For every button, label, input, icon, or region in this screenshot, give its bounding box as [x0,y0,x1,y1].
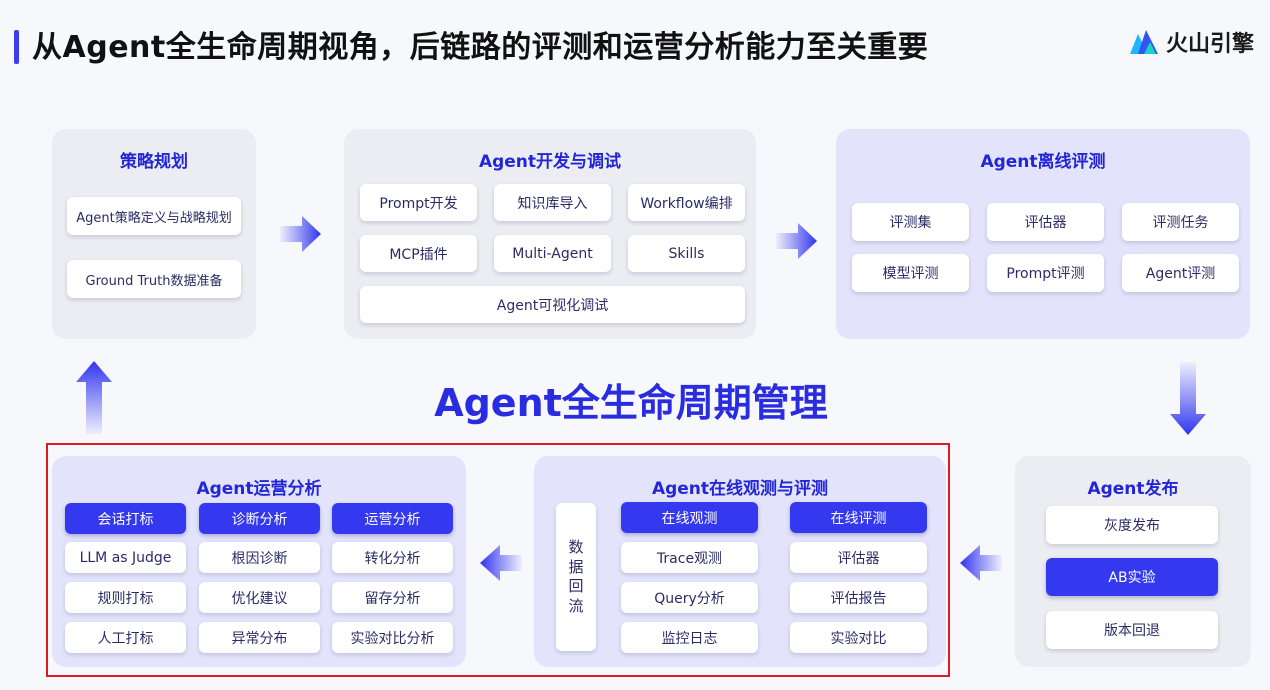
ops-col2-header: 诊断分析 [199,503,320,534]
online-col1-item: Trace观测 [621,542,758,573]
arrow-left-icon [960,545,1002,581]
ops-col3-item: 转化分析 [332,542,453,573]
dev-item: MCP插件 [360,235,477,272]
arrow-down-icon [1170,362,1206,435]
online-title: Agent在线观测与评测 [651,479,829,499]
online-col2-item: 评估器 [790,542,927,573]
ops-col3-item: 实验对比分析 [332,622,453,653]
dev-item: Prompt开发 [360,184,477,221]
arrow-up-icon [76,361,112,434]
strategy-title: 策略规划 [120,152,188,172]
dev-item: Skills [628,235,745,272]
release-title: Agent发布 [1087,479,1179,499]
offline-eval-item: 评测集 [852,203,969,241]
online-panel: Agent在线观测与评测 数 据 回 流 在线观测 Trace观测 Query分… [534,456,946,667]
arrow-right-icon [280,216,321,252]
dev-item: 知识库导入 [494,184,611,221]
ops-col3-header: 运营分析 [332,503,453,534]
release-item: 灰度发布 [1046,506,1218,544]
strategy-panel: 策略规划 Agent策略定义与战略规划 Ground Truth数据准备 [52,129,256,339]
ops-col1-header: 会话打标 [65,503,186,534]
strategy-item: Agent策略定义与战略规划 [67,197,241,235]
ops-title: Agent运营分析 [196,479,322,499]
online-col1-header: 在线观测 [621,502,758,533]
ops-col1-item: LLM as Judge [65,542,186,573]
ops-col1-item: 人工打标 [65,622,186,653]
dev-title: Agent开发与调试 [478,152,622,172]
online-col2-item: 实验对比 [790,622,927,653]
offline-eval-item: 模型评测 [852,254,969,292]
logo-text: 火山引擎 [1166,32,1255,57]
ops-col2-item: 异常分布 [199,622,320,653]
strategy-item: Ground Truth数据准备 [67,260,241,298]
offline-eval-item: Agent评测 [1122,254,1239,292]
ops-col1-item: 规则打标 [65,582,186,613]
release-panel: Agent发布 灰度发布 AB实验 版本回退 [1015,456,1251,667]
offline-eval-panel: Agent离线评测 评测集 评估器 评测任务 模型评测 Prompt评测 Age… [836,129,1250,339]
dev-item: Multi-Agent [494,235,611,272]
data-backflow-label: 数 据 回 流 [556,503,596,651]
ops-col2-item: 根因诊断 [199,542,320,573]
online-col2-header: 在线评测 [790,502,927,533]
arrow-left-icon [480,545,522,581]
offline-eval-item: 评估器 [987,203,1104,241]
brand-logo: 火山引擎 [1128,26,1254,58]
ops-col3-item: 留存分析 [332,582,453,613]
online-col1-item: 监控日志 [621,622,758,653]
dev-panel: Agent开发与调试 Prompt开发 知识库导入 Workflow编排 MCP… [344,129,756,339]
title-accent-bar [14,30,19,64]
offline-eval-title: Agent离线评测 [980,152,1106,172]
dev-wide-item: Agent可视化调试 [360,286,745,323]
arrow-right-icon [776,223,817,259]
release-item-active: AB实验 [1046,558,1218,596]
ops-col2-item: 优化建议 [199,582,320,613]
dev-item: Workflow编排 [628,184,745,221]
offline-eval-item: 评测任务 [1122,203,1239,241]
volcano-logo-icon [1130,30,1158,54]
offline-eval-item: Prompt评测 [987,254,1104,292]
lifecycle-title: Agent全生命周期管理 [434,381,828,425]
online-col2-item: 评估报告 [790,582,927,613]
online-col1-item: Query分析 [621,582,758,613]
ops-panel: Agent运营分析 会话打标 LLM as Judge 规则打标 人工打标 诊断… [52,456,466,667]
release-item: 版本回退 [1046,611,1218,649]
page-title: 从Agent全生命周期视角，后链路的评测和运营分析能力至关重要 [32,30,929,65]
highlight-box [46,443,950,677]
